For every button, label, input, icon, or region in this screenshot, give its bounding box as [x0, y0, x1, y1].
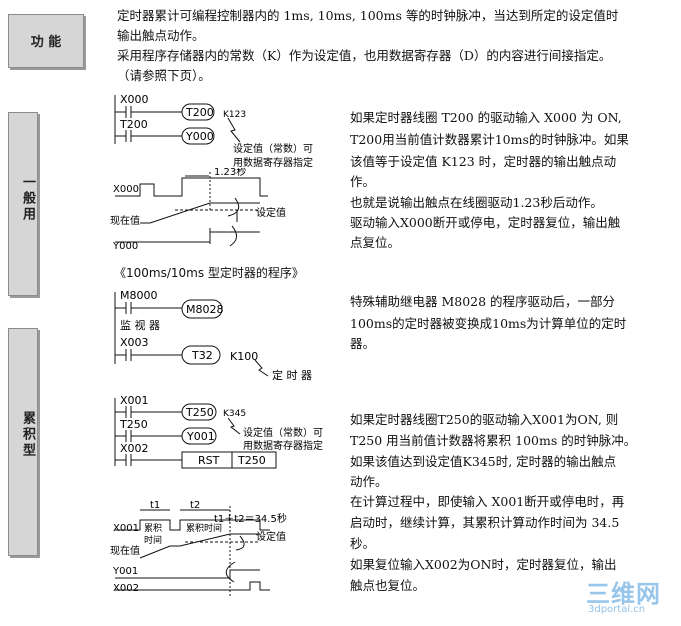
- k100-label: K100: [230, 350, 258, 363]
- general-desc-line: T200用当前值计数器累计10ms的时钟脉冲。如果: [350, 132, 629, 147]
- program-desc-line: 100ms的定时器被变换成10ms为计算单位的定时: [350, 316, 627, 331]
- current-value-label: 现在值: [110, 544, 140, 557]
- general-desc-line: 点复位。: [350, 235, 401, 250]
- setpoint-label: 设定值: [256, 206, 286, 219]
- cum-desc-line: 触点也复位。: [350, 578, 426, 593]
- watermark-url: 3dportal.cn: [588, 604, 646, 615]
- program-desc-line: 器。: [350, 336, 376, 351]
- rst-label: RST: [198, 454, 220, 467]
- k123-label: K123: [223, 110, 246, 120]
- monitor-label: 监 视 器: [120, 318, 160, 332]
- t200-coil-label: T200: [185, 106, 214, 119]
- y001-coil-label: Y001: [186, 430, 215, 443]
- program-ladder-diagram: M8000 M8028 监 视 器 X003 T32 K100 定 时 器: [114, 289, 312, 382]
- k345-label: K345: [223, 409, 246, 419]
- cum-desc-line: T250 用当前值计数器将累积 100ms 的时钟脉冲。: [350, 433, 637, 448]
- tab-general-label: 一般用: [20, 175, 35, 223]
- intro-line: 定时器累计可编程控制器内的 1ms, 10ms, 100ms 等的时钟脉冲，当达…: [117, 8, 619, 23]
- y000-signal-label: Y000: [112, 241, 138, 252]
- general-timing-diagram: X000 1.23秒 现在值 设定值 Y000: [110, 168, 286, 252]
- tab-function-label: 功 能: [30, 35, 62, 50]
- cum-desc-line: 如果定时器线圈T250的驱动输入X001为ON, 则: [350, 412, 619, 427]
- m8000-label: M8000: [120, 289, 158, 302]
- cumulative-timing-diagram: t1 t2 t1＋t2＝34.5秒 X001 累积 时间 累积时间 现在值 设定…: [110, 500, 287, 596]
- tab-cumulative: 累积型: [8, 328, 38, 556]
- total-time-label: t1＋t2＝34.5秒: [214, 512, 287, 525]
- current-value-label: 现在值: [110, 214, 140, 227]
- tab-cumulative-label: 累积型: [20, 411, 35, 459]
- t250-contact-label: T250: [119, 418, 148, 431]
- cum-desc-line: 动作。: [350, 474, 388, 489]
- general-desc-line: 如果定时器线圈 T200 的驱动输入 X000 为 ON,: [350, 110, 622, 125]
- tab-function: 功 能: [8, 14, 84, 68]
- watermark-logo: 三维网: [586, 580, 661, 608]
- note-line: 用数据寄存器指定: [243, 439, 323, 452]
- m8028-coil-label: M8028: [186, 303, 224, 316]
- cum-desc-line: 秒。: [350, 536, 376, 551]
- note-line: 用数据寄存器指定: [233, 156, 313, 169]
- tab-general: 一般用: [8, 112, 38, 296]
- intro-line: （请参照下页）。: [117, 68, 211, 83]
- timer-label: 定 时 器: [272, 368, 312, 382]
- t1-label: t1: [150, 500, 160, 511]
- note-line: 设定值（常数）可: [243, 426, 323, 439]
- x003-label: X003: [120, 336, 149, 349]
- rst-target-label: T250: [237, 454, 266, 467]
- t32-coil-label: T32: [191, 349, 213, 362]
- t2-label: t2: [190, 500, 200, 511]
- cumulative-ladder-diagram: X001 T250 K345 T250 Y001 设定值（常数）可 用数据寄存器…: [114, 394, 323, 469]
- cum-desc-line: 启动时，继续计算，其累积计算动作时间为 34.5: [350, 515, 620, 530]
- general-desc-line: 驱动输入X000断开或停电，定时器复位，输出触: [350, 215, 621, 230]
- setpoint-label: 设定值: [256, 530, 286, 543]
- intro-line: 输出触点动作。: [117, 28, 205, 43]
- accumulate-label: 累积时间: [186, 522, 222, 534]
- cum-desc-line: 在计算过程中，即使输入 X001断开或停电时，再: [350, 494, 625, 509]
- cum-desc-line: 如果复位输入X002为ON时，定时器复位，输出: [350, 557, 617, 572]
- note-line: 设定值（常数）可: [233, 142, 313, 155]
- x000-label: X000: [120, 93, 149, 106]
- y001-signal-label: Y001: [112, 566, 138, 577]
- y000-coil-label: Y000: [185, 130, 214, 143]
- accumulate-label: 时间: [144, 534, 162, 546]
- general-desc-line: 该值等于设定值 K123 时，定时器的输出触点动: [350, 154, 617, 169]
- program-caption: 《100ms/10ms 型定时器的程序》: [114, 266, 304, 280]
- x002-label: X002: [120, 442, 149, 455]
- cum-desc-line: 如果该值达到设定值K345时, 定时器的输出触点: [350, 454, 617, 469]
- general-desc-line: 也就是说输出触点在线圈驱动1.23秒后动作。: [350, 195, 603, 210]
- x002-signal-label: X002: [113, 583, 139, 594]
- program-desc-line: 特殊辅助继电器 M8028 的程序驱动后，一部分: [350, 294, 616, 309]
- t200-contact-label: T200: [119, 118, 148, 131]
- intro-line: 采用程序存储器内的常数（K）作为设定值，也用数据寄存器（D）的内容进行间接指定。: [117, 48, 612, 63]
- delay-label: 1.23秒: [214, 168, 246, 178]
- x000-signal-label: X000: [113, 184, 139, 195]
- accumulate-label: 累积: [144, 522, 162, 534]
- watermark: 三维网 3dportal.cn: [586, 574, 678, 622]
- general-desc-line: 作。: [350, 174, 376, 189]
- x001-label: X001: [120, 394, 149, 407]
- t250-coil-label: T250: [185, 406, 214, 419]
- x001-signal-label: X001: [113, 523, 139, 534]
- general-ladder-diagram: X000 T200 K123 T200 Y000 设定值（常数）可 用数据寄存器…: [114, 93, 313, 169]
